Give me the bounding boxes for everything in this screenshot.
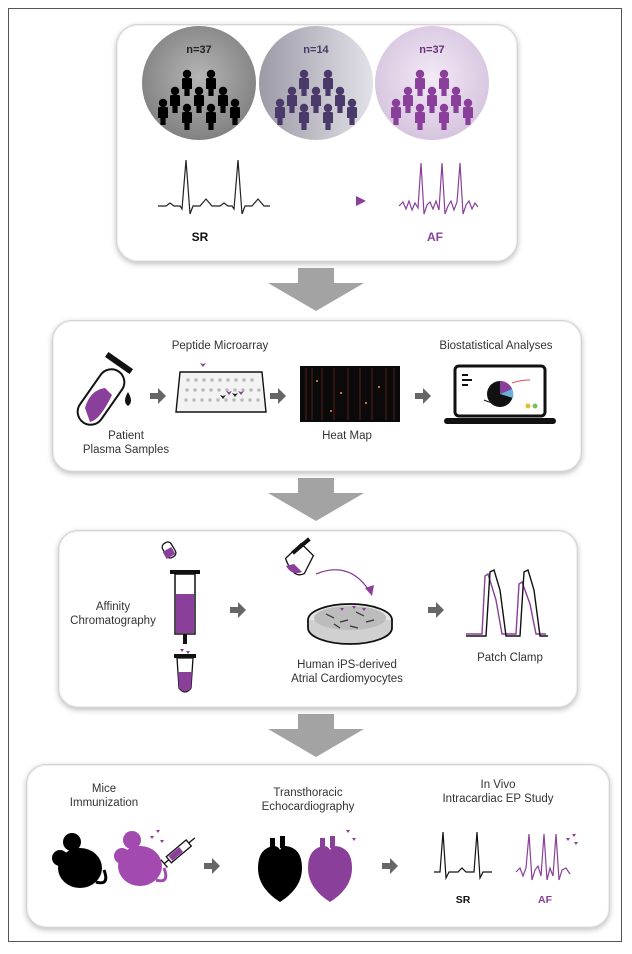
sr-count: n=37 — [186, 44, 212, 56]
drop-icon — [125, 392, 131, 406]
in-vivo-panel — [26, 764, 610, 928]
heat-map-icon — [300, 366, 400, 422]
black-mouse-icon — [52, 833, 108, 888]
intermediate-count: n=14 — [303, 44, 329, 56]
cohort-circles — [142, 26, 489, 140]
patch-clamp-label: Patch Clamp — [477, 652, 543, 664]
down-arrow-2 — [268, 478, 364, 521]
syringe-icon — [160, 837, 196, 868]
black-heart-icon — [258, 836, 302, 902]
af-cohort-circle — [375, 26, 489, 140]
small-arrow-icon — [150, 388, 166, 404]
mouse-sr-ecg — [434, 831, 492, 881]
patch-clamp-trace — [466, 569, 548, 637]
af-ecg-trace — [398, 162, 479, 215]
intracardiac-ep-label: Intracardiac EP Study — [442, 793, 554, 805]
transition-arrow — [272, 196, 366, 206]
down-arrow-3 — [268, 714, 364, 757]
test-tube-icon — [76, 351, 134, 426]
heat-map-label: Heat Map — [322, 430, 372, 442]
plasma-samples-label: Plasma Samples — [82, 444, 170, 456]
patient-label: Patient — [108, 430, 144, 442]
sr-ecg-trace — [158, 159, 270, 215]
affinity-label: Affinity — [95, 601, 131, 613]
microarray-plate-icon — [175, 363, 267, 413]
atrial-cardiomyocytes-label: Atrial Cardiomyocytes — [291, 673, 403, 685]
transthoracic-label: Transthoracic — [273, 787, 343, 799]
tube-pouring-icon — [284, 537, 374, 596]
purple-mouse-icon — [114, 830, 168, 886]
petri-dish-icon — [307, 603, 393, 645]
intermediate-cohort-circle — [259, 26, 373, 140]
af-label: AF — [427, 230, 443, 244]
echocardiography-label: Echocardiography — [261, 801, 355, 813]
biostatistical-label: Biostatistical Analyses — [439, 340, 553, 352]
af-count: n=37 — [419, 44, 445, 56]
laptop-icon — [444, 364, 556, 424]
purple-heart-icon — [308, 830, 356, 902]
figure-frame — [8, 8, 622, 942]
mouse-sr-label: SR — [455, 894, 471, 906]
chromatography-column-icon — [161, 541, 200, 693]
immunization-label: Immunization — [69, 797, 139, 809]
sr-label: SR — [191, 230, 209, 244]
mouse-af-label: AF — [538, 894, 552, 906]
mouse-af-ecg — [515, 833, 571, 881]
mice-label: Mice — [91, 783, 117, 795]
peptide-microarray-label: Peptide Microarray — [171, 340, 269, 352]
in-vivo-label: In Vivo — [480, 779, 516, 791]
sr-cohort-circle — [142, 26, 256, 140]
chromatography-label: Chromatography — [70, 615, 156, 627]
ips-label: Human iPS-derived — [297, 659, 397, 671]
